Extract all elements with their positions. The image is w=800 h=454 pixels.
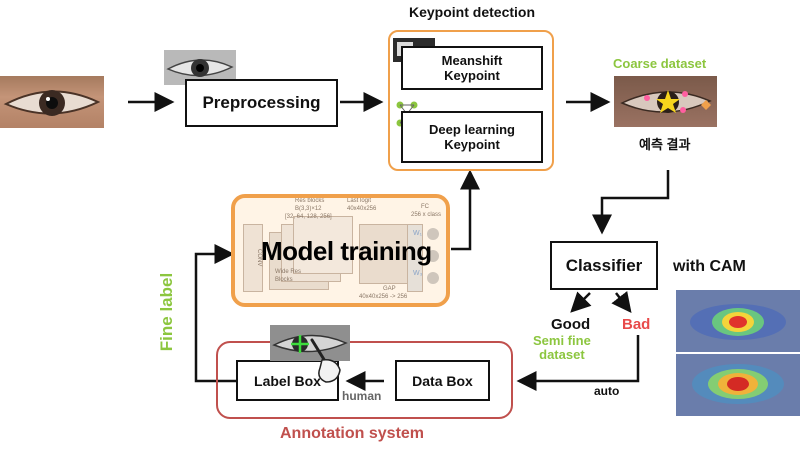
eye-icon [620, 90, 712, 113]
fc-size-label: 256 x class [411, 212, 442, 218]
heatmap-icon [676, 290, 800, 352]
human-label: human [342, 389, 382, 403]
deep-learning-keypoint-box: Deep learning Keypoint [401, 111, 543, 163]
fc-label: FC [421, 204, 429, 210]
annotation-eye-image [270, 325, 350, 361]
keypoint-star-icon [656, 90, 680, 113]
preprocessing-label: Preprocessing [202, 93, 321, 112]
preprocessing-box: Preprocessing [185, 79, 338, 127]
annotation-system-frame [216, 341, 513, 419]
prediction-result-caption: 예측 결과 [639, 137, 691, 152]
data-box: Data Box [395, 360, 490, 401]
eye-icon [272, 334, 348, 353]
classifier-label: Classifier [565, 255, 643, 275]
good-label: Good [551, 316, 591, 333]
res-channels-label: [32, 64, 128, 256] [285, 214, 332, 220]
keypoint-dot-icon [680, 107, 686, 113]
keypoint-section-title: Keypoint detection [409, 4, 536, 20]
arrow-bad-to-databox [516, 335, 640, 391]
with-cam-label: with CAM [673, 258, 746, 275]
wide-res-label: Wide Res Blocks [275, 269, 302, 283]
label-box-label: Label Box [254, 372, 321, 389]
keypoint-dot-icon [682, 91, 688, 97]
auto-label: auto [594, 384, 620, 398]
cam-heatmap-image-bottom [676, 354, 800, 416]
crosshair-icon [291, 335, 309, 353]
data-box-label: Data Box [412, 372, 473, 389]
meanshift-keypoint-box: Meanshift Keypoint [401, 46, 543, 90]
input-eye-image [0, 76, 104, 128]
res-blocks-label: Res blocks [295, 198, 325, 204]
w3-label: W₃ [413, 270, 423, 277]
conv-block: CONV [243, 224, 263, 292]
eye-icon [166, 59, 234, 77]
arrow-classifier-to-good [570, 291, 592, 313]
last-logit-label: Last logit [347, 198, 372, 204]
eye-icon [3, 90, 101, 116]
model-training-label: Model training [261, 236, 432, 266]
gap-size-label: 40x40x256 -> 256 [359, 294, 408, 300]
coarse-eye-image [614, 76, 717, 127]
deep-learning-keypoint-label: Deep learning Keypoint [429, 122, 515, 152]
heatmap-icon [676, 354, 800, 416]
model-training-frame: CONV Res blocks B(3,3)×12 [32, 64, 128, … [231, 194, 450, 307]
meanshift-keypoint-label: Meanshift Keypoint [441, 53, 503, 83]
semi-fine-dataset-label: Semi fine dataset [533, 333, 591, 362]
res-detail-label: B(3,3)×12 [295, 206, 322, 212]
coarse-dataset-title: Coarse dataset [613, 56, 707, 71]
gap-label: GAP [383, 286, 396, 292]
keypoint-dot-icon [644, 95, 650, 101]
arrow-model-to-keypoint [451, 169, 480, 251]
fine-label: Fine label [157, 272, 176, 352]
bad-label: Bad [622, 316, 651, 333]
cam-heatmap-image-top [676, 290, 800, 352]
last-logit-size-label: 40x40x256 [347, 206, 377, 212]
w1-label: W₁ [413, 230, 422, 237]
annotation-system-title: Annotation system [280, 425, 425, 442]
arrow-coarse-to-classifier [592, 170, 670, 235]
pen-hand-icon [310, 338, 341, 383]
keypoint-detection-frame [388, 30, 554, 171]
keypoint-diamond-icon [701, 100, 711, 110]
arrow-classifier-to-bad [611, 291, 632, 313]
classifier-box: Classifier [550, 241, 658, 290]
